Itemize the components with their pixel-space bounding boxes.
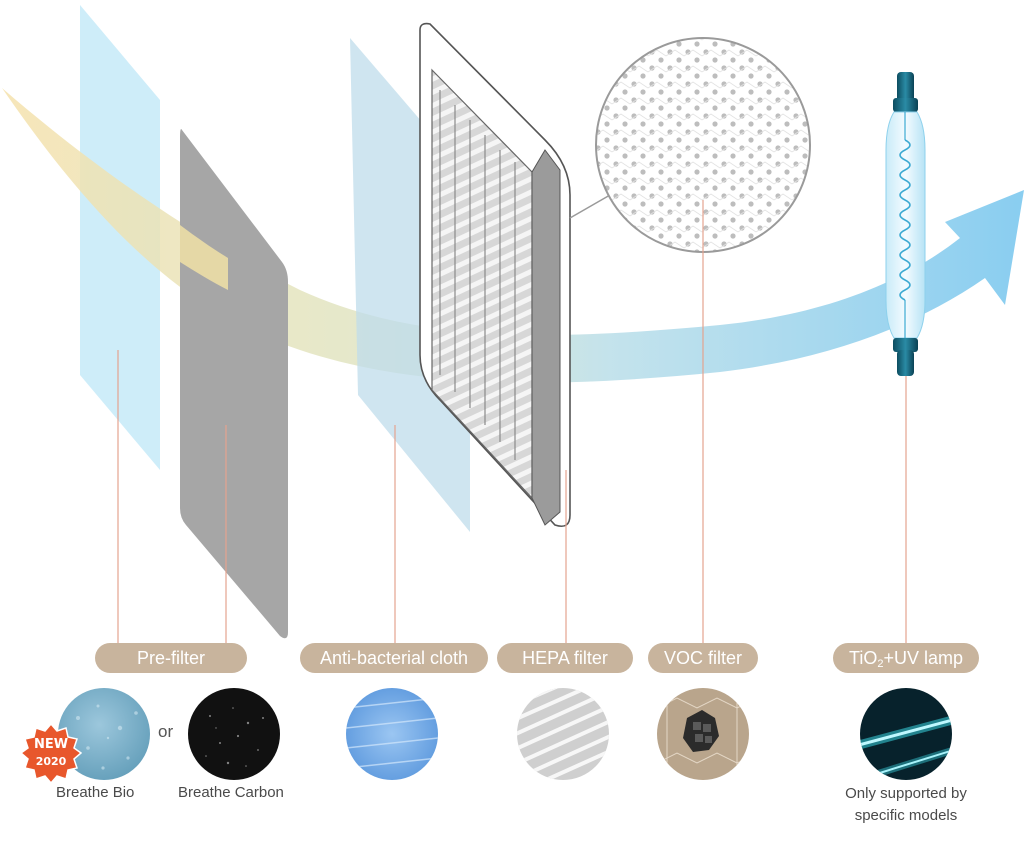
caption-breathe-carbon: Breathe Carbon xyxy=(178,784,284,801)
pill-uv-label-main: TiO xyxy=(849,648,878,668)
hepa-frame-icon xyxy=(419,22,571,528)
caption-breathe-bio: Breathe Bio xyxy=(56,784,135,801)
pill-voc-label: VOC filter xyxy=(663,648,742,668)
pill-voc: VOC filter xyxy=(648,643,758,673)
uv-lamp-icon xyxy=(885,72,926,376)
pill-prefilter: Pre-filter xyxy=(95,643,247,673)
thumb-voc xyxy=(657,688,749,780)
caption-uv-note: Only supported by specific models xyxy=(806,783,1006,827)
caption-uv-note-line1: Only supported by xyxy=(845,785,967,802)
or-text: or xyxy=(158,722,174,741)
voc-magnifier-icon xyxy=(569,37,811,253)
leader-lines xyxy=(117,200,907,645)
prefilter-sheet-carbon xyxy=(180,129,288,639)
thumb-breathe-carbon xyxy=(188,688,280,780)
airflow-band-overlay xyxy=(180,225,228,290)
pill-hepa: HEPA filter xyxy=(497,643,633,673)
prefilter-sheet-blue xyxy=(80,5,160,470)
thumb-antibacterial-cloth xyxy=(346,688,438,780)
pill-prefilter-label: Pre-filter xyxy=(136,648,205,668)
thumb-hepa xyxy=(517,688,609,780)
pill-uv-lamp: TiO2+UV lamp xyxy=(833,643,979,673)
badge-new-text: NEW xyxy=(33,737,69,752)
pill-antibacterial-label: Anti-bacterial cloth xyxy=(319,648,469,668)
pill-uv-label-sub: 2 xyxy=(877,658,884,670)
thumb-uv-lamp xyxy=(860,688,952,780)
caption-uv-note-line2: specific models xyxy=(854,807,958,824)
badge-year-text: 2020 xyxy=(35,755,67,768)
pill-hepa-label: HEPA filter xyxy=(522,648,608,668)
new-2020-badge: NEW 2020 xyxy=(19,722,83,785)
pill-antibacterial: Anti-bacterial cloth xyxy=(300,643,488,673)
pill-uv-label-rest: +UV lamp xyxy=(883,648,963,668)
